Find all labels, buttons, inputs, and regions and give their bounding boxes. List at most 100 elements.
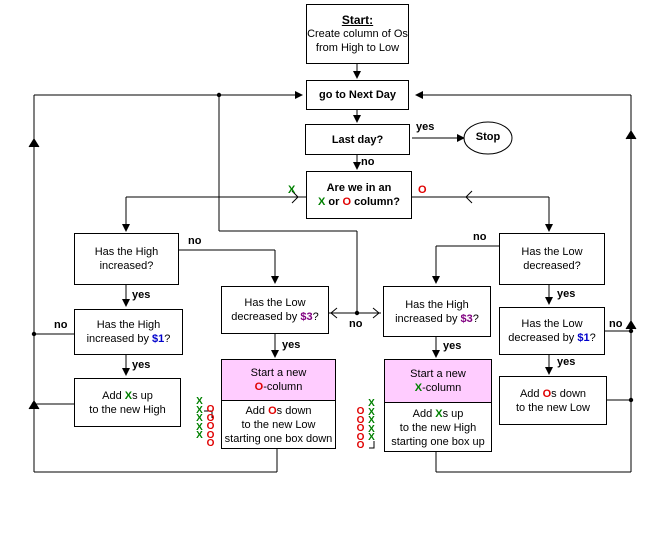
high-1-line1: Has the High xyxy=(96,319,161,331)
x-branch-label: X xyxy=(288,184,296,196)
no-label-high-increased: no xyxy=(188,235,202,247)
low-decreased-by-1-box: Has the Low decreased by $1? xyxy=(499,307,605,355)
new-o-pre: Add xyxy=(245,405,269,417)
low-decreased-box: Has the Low decreased? xyxy=(499,233,605,285)
high-increased-box: Has the High increased? xyxy=(74,233,179,285)
high-increased-by-1-box: Has the High increased by $1? xyxy=(74,309,183,355)
xrs-1: X xyxy=(368,398,375,409)
amount-1-low: $1 xyxy=(577,332,590,344)
xrs-2: X xyxy=(368,406,375,418)
xrs-4: X xyxy=(368,423,375,435)
xs-4: X xyxy=(196,421,203,433)
low-3-line1: Has the Low xyxy=(244,297,306,309)
os-2: O xyxy=(206,412,215,424)
last-day-label: Last day? xyxy=(331,133,384,146)
column-question-line1: Are we in an xyxy=(326,182,392,194)
add-xs-box: Add Xs up to the new High xyxy=(74,378,181,427)
new-x-line2: -column xyxy=(422,382,462,394)
amount-3-low: $3 xyxy=(300,311,313,323)
add-xs-pre: Add xyxy=(102,389,125,402)
x-stack-left: X X X X X xyxy=(195,396,204,442)
high-3-line2: increased by xyxy=(395,312,461,325)
new-x-line4: starting one box up xyxy=(391,435,485,448)
low-3-q: ? xyxy=(312,311,319,323)
new-x-x: X xyxy=(414,382,423,394)
stop-node xyxy=(463,121,513,155)
new-x-pre: Add xyxy=(412,407,436,420)
xs-2: X xyxy=(196,404,203,416)
os-4: O xyxy=(206,429,215,441)
add-os-o: O xyxy=(542,387,552,400)
new-x-mid: s up xyxy=(442,407,464,420)
xs-5: X xyxy=(196,430,203,442)
add-os-pre: Add xyxy=(519,387,543,400)
o-marker: O xyxy=(342,196,352,208)
high-1-line2: increased by xyxy=(86,333,153,345)
os-5: O xyxy=(206,438,215,450)
xrs-5: X xyxy=(368,432,375,444)
no-label-middle: no xyxy=(349,318,363,330)
add-os-post: s down xyxy=(551,387,587,400)
low-3-line2: decreased by xyxy=(231,311,301,323)
x-marker: X xyxy=(318,196,326,208)
no-label-high-1: no xyxy=(54,319,68,331)
yes-label-high-1: yes xyxy=(132,359,151,371)
amount-3-high: $3 xyxy=(460,312,473,325)
high-3-q: ? xyxy=(472,312,479,325)
high-increased-line2: increased? xyxy=(99,260,154,272)
ors-2: O xyxy=(356,414,365,426)
new-o-line2: -column xyxy=(263,381,303,393)
x-stack-right: X X X X X xyxy=(367,398,376,444)
new-o-line4: starting one box down xyxy=(224,433,333,445)
no-label-last-day: no xyxy=(361,156,375,168)
new-x-line3: to the new High xyxy=(399,421,477,434)
o-stack-left: O O O O O xyxy=(206,404,215,450)
high-increased-line1: Has the High xyxy=(94,246,159,258)
xs-1: X xyxy=(196,396,203,407)
new-x-x2: X xyxy=(435,407,443,420)
column-question-box: Are we in an X or O column? xyxy=(306,171,412,219)
add-os-box: Add Os down to the new Low xyxy=(499,376,607,425)
o-branch-label: O xyxy=(418,184,427,196)
start-line2: from High to Low xyxy=(315,42,400,54)
next-day-box: go to Next Day xyxy=(306,80,409,110)
yes-label-last-day: yes xyxy=(416,121,435,133)
ors-4: O xyxy=(356,431,365,443)
new-o-column-header: Start a new O-column xyxy=(222,360,335,401)
new-x-line1: Start a new xyxy=(410,368,466,380)
yes-label-high-increased: yes xyxy=(132,289,151,301)
new-o-o: O xyxy=(254,381,264,393)
new-o-mid: s down xyxy=(276,405,312,417)
high-3-line1: Has the High xyxy=(405,298,469,311)
os-3: O xyxy=(206,421,215,433)
low-1-q: ? xyxy=(589,332,596,344)
add-xs-line2: to the new High xyxy=(89,403,166,416)
new-o-o2: O xyxy=(268,405,277,417)
new-x-column-box: Start a new X-column Add Xs up to the ne… xyxy=(384,359,492,452)
or-text: or xyxy=(325,196,343,208)
ors-3: O xyxy=(356,423,365,435)
os-1: O xyxy=(206,404,215,415)
no-label-low-decreased: no xyxy=(473,231,487,243)
low-decreased-line1: Has the Low xyxy=(521,246,583,258)
new-o-column-box: Start a new O-column Add Os down to the … xyxy=(221,359,336,449)
no-label-low-1: no xyxy=(609,318,623,330)
yes-label-low-decreased: yes xyxy=(557,288,576,300)
low-1-line2: decreased by xyxy=(508,332,578,344)
low-decreased-by-3-box: Has the Low decreased by $3? xyxy=(221,286,329,334)
last-day-box: Last day? xyxy=(305,124,410,155)
xs-3: X xyxy=(196,413,203,425)
yes-label-high-3: yes xyxy=(443,340,462,352)
amount-1-high: $1 xyxy=(152,333,165,345)
low-decreased-line2: decreased? xyxy=(523,260,581,272)
new-o-line1: Start a new xyxy=(250,367,307,379)
column-tail: column? xyxy=(351,196,400,208)
add-xs-x: X xyxy=(124,389,133,402)
ors-5: O xyxy=(356,440,365,452)
start-box: Start: Create column of Os from High to … xyxy=(306,4,409,64)
stop-label: Stop xyxy=(475,131,501,143)
high-increased-by-3-box: Has the High increased by $3? xyxy=(383,286,491,337)
new-o-line3: to the new Low xyxy=(241,419,316,431)
add-os-line2: to the new Low xyxy=(516,401,590,414)
